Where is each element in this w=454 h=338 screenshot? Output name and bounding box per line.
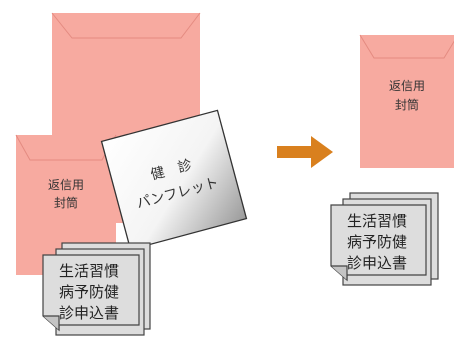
form-line-3: 診申込書 [59,304,119,322]
result-envelope-label-2: 封筒 [395,97,419,112]
form-line-2: 病予防健 [59,283,119,301]
result-form-line-1: 生活習慣 [347,212,407,230]
return-envelope-label-1: 返信用 [48,178,84,192]
result-envelope-label-1: 返信用 [389,79,425,93]
right-arrow [277,136,333,168]
health-checkup-pamphlet: 健 診 パンフレット [100,109,248,251]
form-line-1: 生活習慣 [59,262,119,280]
application-form-stack: 生活習慣 病予防健 診申込書 [42,242,151,336]
application-form-stack-result: 生活習慣 病予防健 診申込書 [330,192,439,286]
return-envelope-result: 返信用 封筒 [359,34,454,168]
return-envelope-label-2: 封筒 [54,195,78,210]
result-form-line-2: 病予防健 [347,233,407,251]
result-form-line-3: 診申込書 [347,254,407,272]
